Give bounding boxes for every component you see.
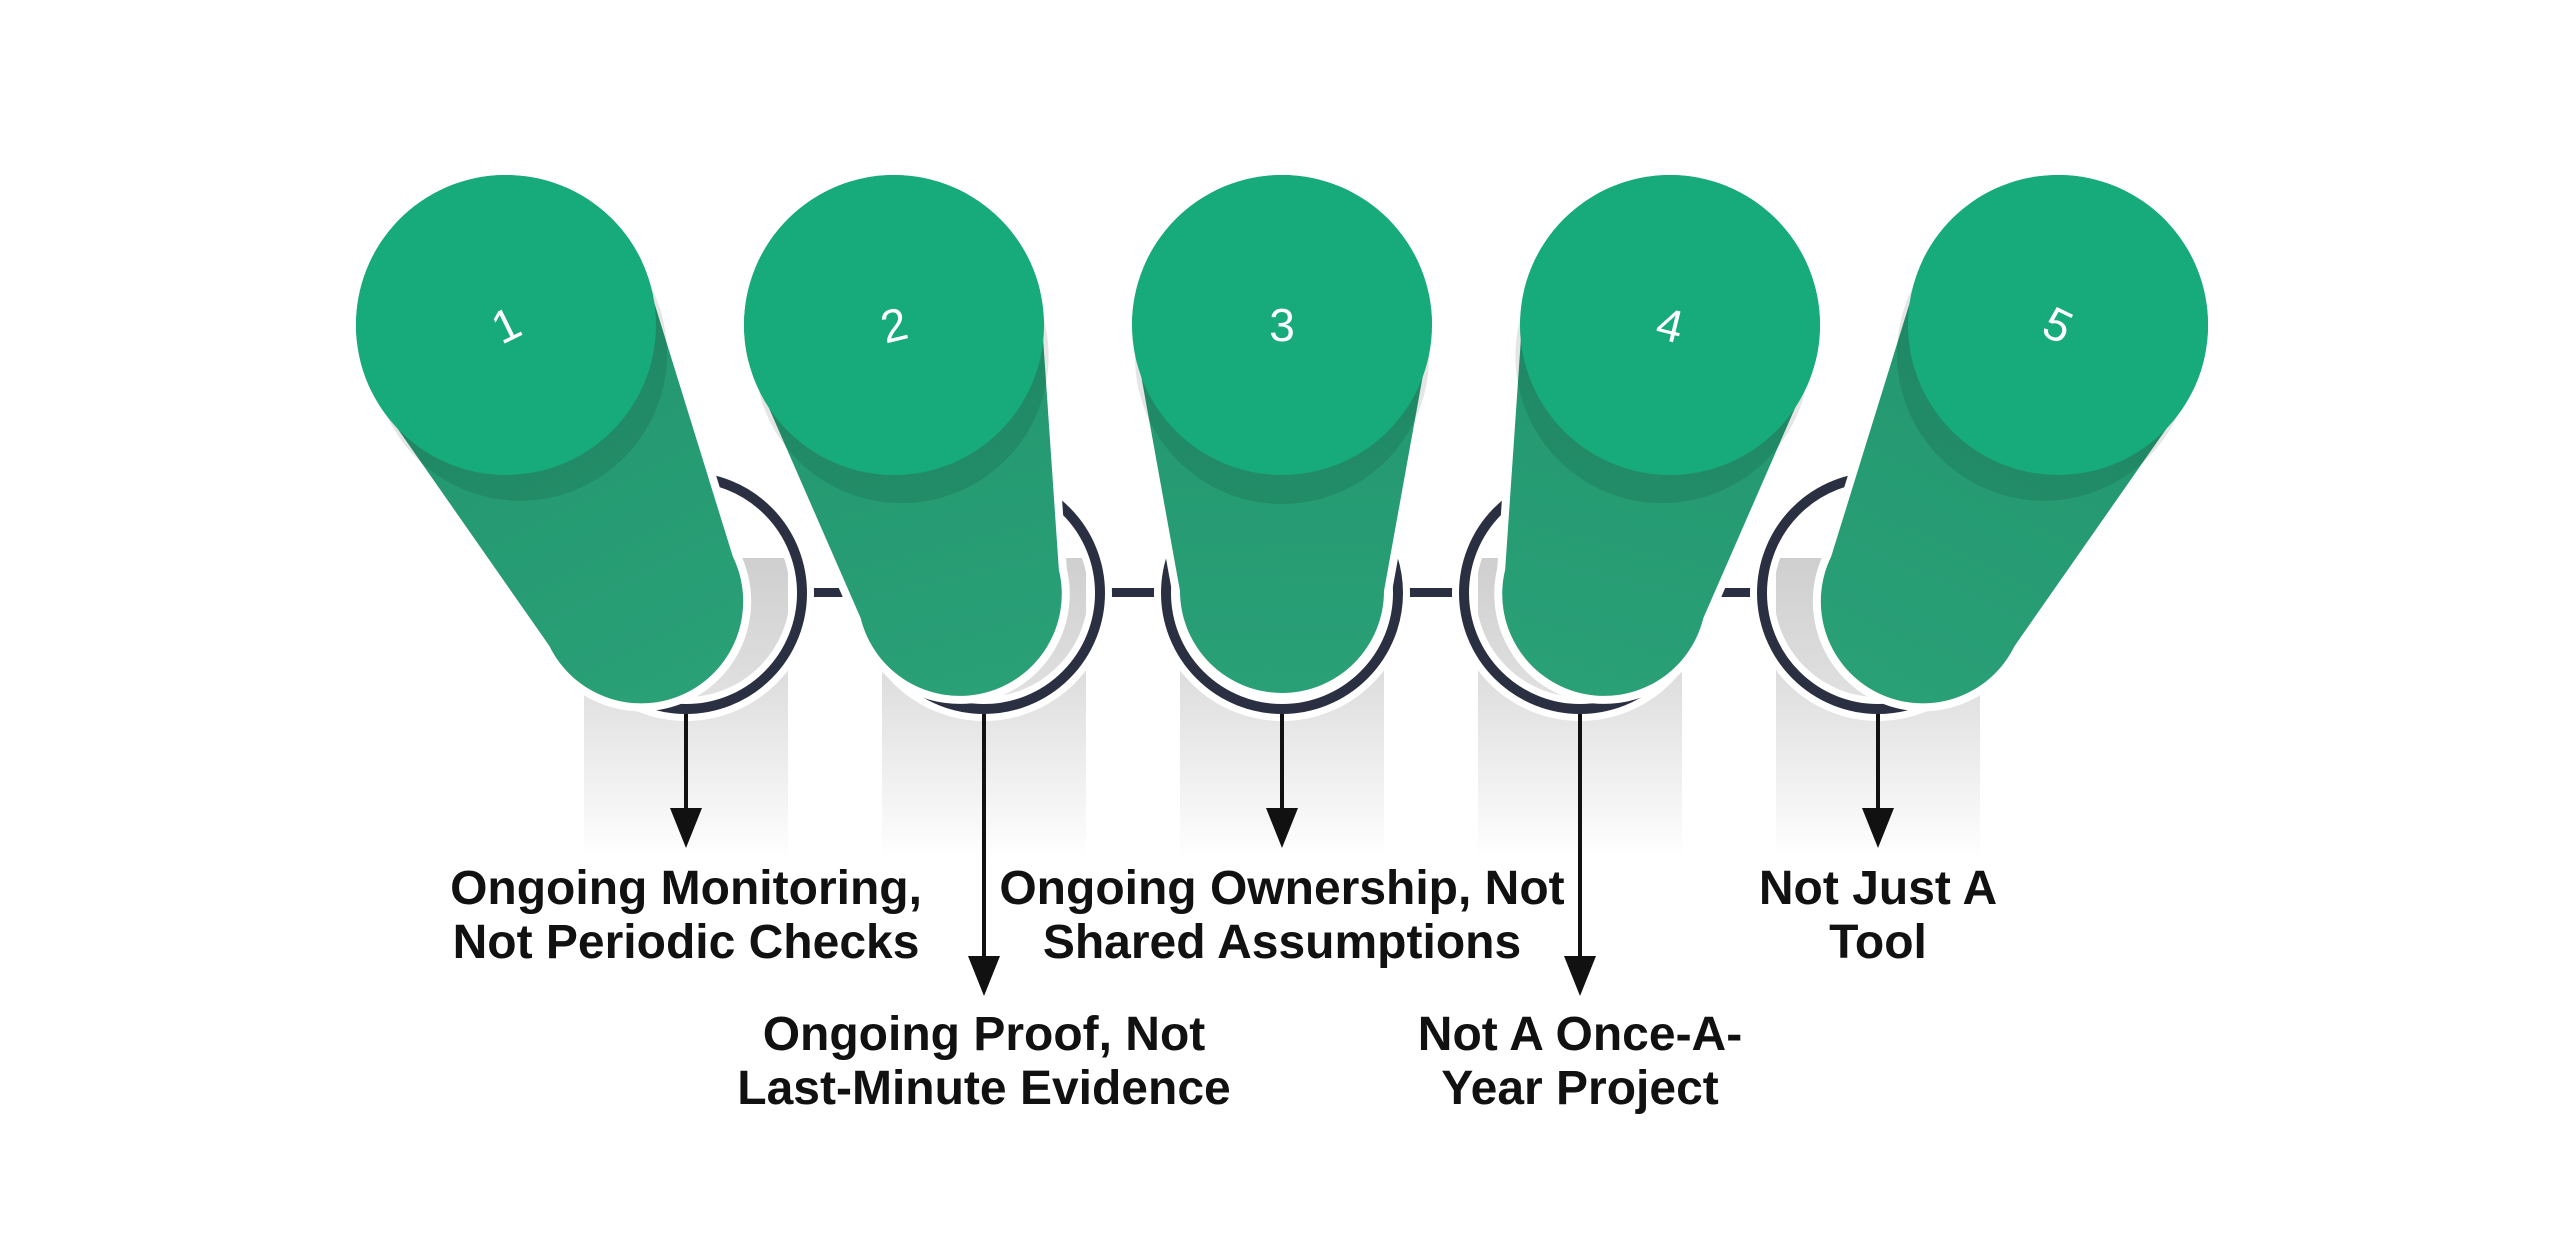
cylinder-face — [1519, 175, 1820, 476]
arrow-head-icon — [968, 956, 1000, 996]
step-label-5-line-2: Tool — [1829, 916, 1927, 969]
arrow-head-icon — [1266, 808, 1298, 848]
step-label-4-line-1: Not A Once-A- — [1417, 1008, 1743, 1061]
step-label-2: Ongoing Proof, Not Last-Minute Evidence — [664, 1008, 1304, 1116]
step-label-5: Not Just A Tool — [1558, 862, 2198, 970]
step-number: 3 — [1269, 299, 1295, 351]
cylinder-face — [1132, 175, 1432, 475]
cylinder-face — [1908, 174, 2209, 475]
step-label-4-line-2: Year Project — [1441, 1062, 1719, 1115]
step-label-3-line-2: Shared Assumptions — [1042, 916, 1522, 969]
step-label-1-line-1: Ongoing Monitoring, — [450, 862, 922, 915]
step-label-1-line-2: Not Periodic Checks — [452, 916, 920, 969]
step-label-3-line-1: Ongoing Ownership, Not — [999, 862, 1565, 915]
step-label-5-line-1: Not Just A — [1758, 862, 1998, 915]
step-label-3: Ongoing Ownership, Not Shared Assumption… — [962, 862, 1602, 970]
cylinder: 2 — [736, 167, 1070, 704]
cylinder: 5 — [1812, 167, 2217, 712]
step-label-2-line-1: Ongoing Proof, Not — [762, 1008, 1206, 1061]
arrow-head-icon — [1564, 956, 1596, 996]
step-label-4: Not A Once-A- Year Project — [1260, 1008, 1900, 1116]
layer-arrows — [670, 714, 1894, 996]
step-label-1: Ongoing Monitoring, Not Periodic Checks — [366, 862, 1006, 970]
arrow-head-icon — [1862, 808, 1894, 848]
step-label-2-line-2: Last-Minute Evidence — [737, 1062, 1231, 1115]
cylinder-face — [744, 175, 1045, 476]
cylinder-face — [355, 174, 656, 475]
arrow-head-icon — [670, 808, 702, 848]
cylinder: 4 — [1494, 167, 1828, 704]
cylinder: 1 — [347, 167, 752, 712]
cylinder: 3 — [1123, 167, 1441, 701]
